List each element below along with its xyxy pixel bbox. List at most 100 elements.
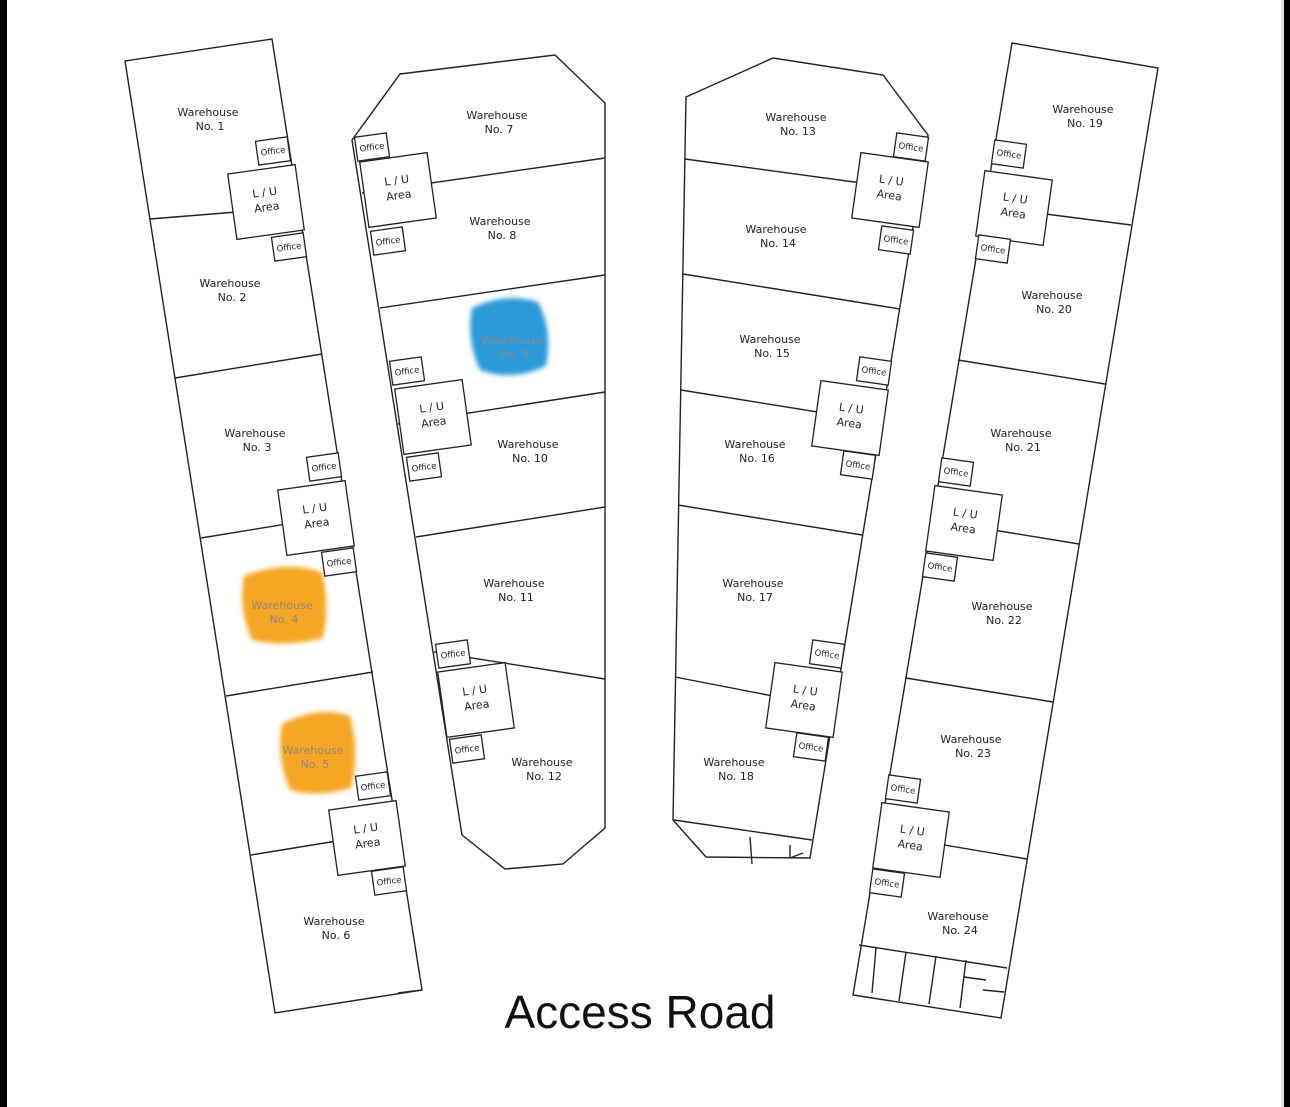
warehouse-name: Warehouse xyxy=(1021,289,1082,302)
warehouse-name: Warehouse xyxy=(1052,103,1113,116)
warehouse-name: Warehouse xyxy=(303,915,364,928)
warehouse-number: No. 13 xyxy=(780,125,816,138)
office-label: Office xyxy=(454,743,480,756)
office-2: Office xyxy=(270,232,308,262)
office-11: Office xyxy=(434,639,472,669)
warehouse-name: Warehouse xyxy=(927,910,988,923)
warehouse-number: No. 8 xyxy=(488,229,517,242)
office-8: Office xyxy=(369,226,407,256)
warehouse-number: No. 17 xyxy=(737,591,773,604)
office-4: Office xyxy=(320,547,358,577)
office-21: Office xyxy=(937,457,975,487)
warehouse-name: Warehouse xyxy=(739,333,800,346)
warehouse-number: No. 2 xyxy=(218,291,247,304)
warehouse-name: Warehouse xyxy=(224,427,285,440)
lu-label: L / U xyxy=(792,682,818,698)
office-6: Office xyxy=(370,866,408,896)
office-22: Office xyxy=(921,552,959,582)
area-label: Area xyxy=(303,515,330,531)
warehouse-number: No. 6 xyxy=(322,929,351,942)
warehouse-name: Warehouse xyxy=(466,109,527,122)
lu-label: L / U xyxy=(838,400,864,416)
office-12: Office xyxy=(448,734,486,764)
warehouse-number: No. 18 xyxy=(718,770,754,783)
warehouse-number: No. 23 xyxy=(955,747,991,760)
office-label: Office xyxy=(360,780,386,793)
warehouse-number: No. 9 xyxy=(500,348,529,361)
warehouse-number: No. 16 xyxy=(739,452,775,465)
office-label: Office xyxy=(376,875,402,888)
highlight-warehouse-5 xyxy=(280,711,356,794)
warehouse-number: No. 3 xyxy=(243,441,272,454)
warehouse-number: No. 12 xyxy=(526,770,562,783)
warehouse-name: Warehouse xyxy=(177,106,238,119)
office-label: Office xyxy=(845,459,871,472)
screen-edge-left xyxy=(0,0,7,1107)
office-label: Office xyxy=(440,648,466,661)
warehouse-number: No. 1 xyxy=(196,120,225,133)
screen-edge-right xyxy=(1284,0,1290,1107)
office-3: Office xyxy=(305,452,343,482)
office-16: Office xyxy=(839,450,877,480)
office-label: Office xyxy=(874,877,900,890)
office-label: Office xyxy=(861,365,887,378)
warehouse-name: Warehouse xyxy=(971,600,1032,613)
warehouse-number: No. 22 xyxy=(986,614,1022,627)
warehouse-number: No. 10 xyxy=(512,452,548,465)
office-label: Office xyxy=(927,561,953,574)
warehouse-number: No. 11 xyxy=(498,591,534,604)
lu-label: L / U xyxy=(352,820,378,836)
office-label: Office xyxy=(359,141,385,154)
area-label: Area xyxy=(876,187,903,203)
office-label: Office xyxy=(980,243,1006,256)
warehouse-name: Warehouse xyxy=(483,577,544,590)
lu-label: L / U xyxy=(301,500,327,516)
office-label: Office xyxy=(943,466,969,479)
lu-label: L / U xyxy=(418,399,444,415)
office-label: Office xyxy=(375,235,401,248)
office-label: Office xyxy=(276,241,302,254)
highlight-warehouse-9 xyxy=(470,298,549,376)
area-label: Area xyxy=(950,520,977,536)
warehouse-name: Warehouse xyxy=(724,438,785,451)
warehouse-name: Warehouse xyxy=(940,733,1001,746)
screen-edge-right-shade xyxy=(1281,0,1284,1107)
office-label: Office xyxy=(898,141,924,154)
area-label: Area xyxy=(463,697,490,713)
office-label: Office xyxy=(394,365,420,378)
warehouse-name: Warehouse xyxy=(511,756,572,769)
office-10: Office xyxy=(405,452,443,482)
warehouse-number: No. 5 xyxy=(301,758,330,771)
office-19: Office xyxy=(990,139,1028,169)
area-label: Area xyxy=(420,414,447,430)
lu-label: L / U xyxy=(461,682,487,698)
lu-label: L / U xyxy=(952,505,978,521)
office-18: Office xyxy=(792,732,830,762)
office-9: Office xyxy=(388,356,426,386)
highlight-warehouse-4 xyxy=(242,566,327,644)
warehouse-number: No. 20 xyxy=(1036,303,1072,316)
